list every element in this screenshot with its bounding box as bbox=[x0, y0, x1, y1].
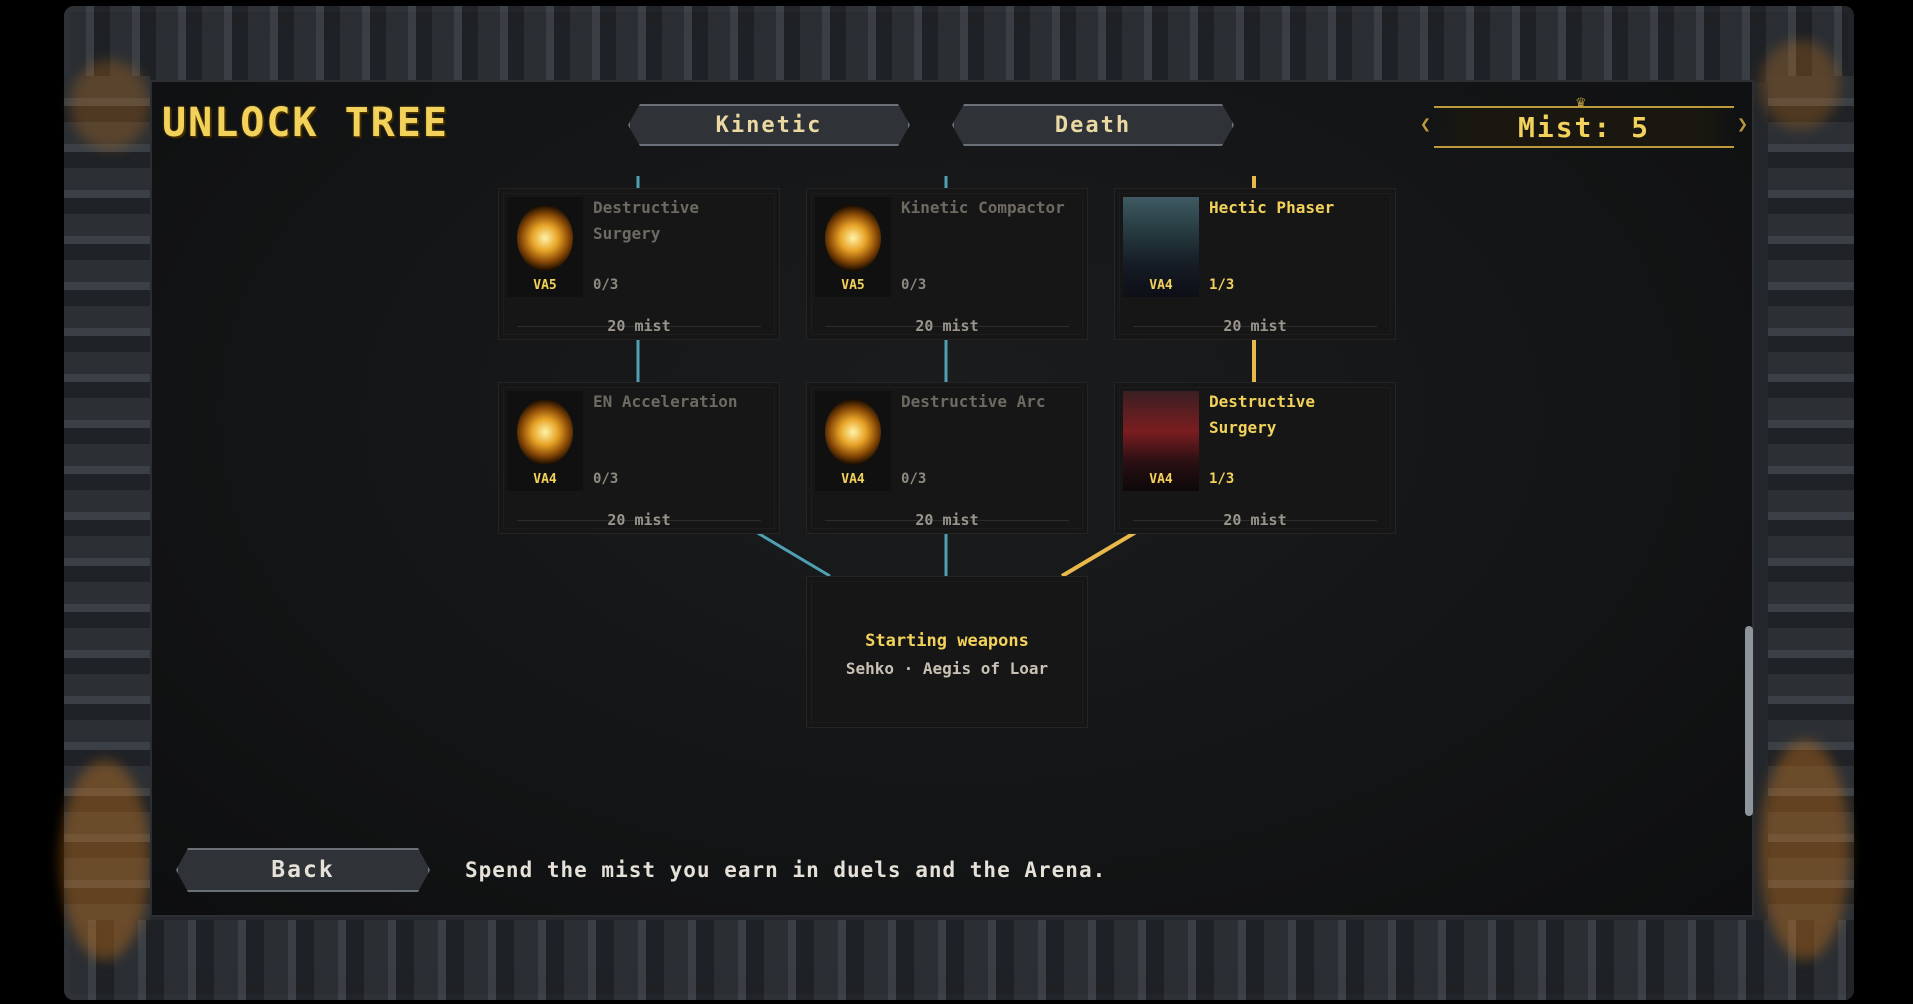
card-badge: VA4 bbox=[841, 472, 865, 487]
card-name: Hectic Phaser bbox=[1209, 198, 1335, 217]
card-name: Kinetic Compactor bbox=[901, 198, 1065, 217]
card-cost: 20 mist bbox=[607, 511, 671, 529]
card-cost: 20 mist bbox=[1223, 511, 1287, 529]
card-badge: VA4 bbox=[1149, 278, 1173, 293]
tab-kinetic[interactable]: Kinetic bbox=[628, 104, 910, 146]
card-thumbnail: VA5 bbox=[815, 197, 891, 297]
card-progress: 0/3 bbox=[901, 277, 927, 293]
hint-text: Spend the mist you earn in duels and the… bbox=[465, 858, 1107, 882]
card-thumbnail: VA4 bbox=[1123, 391, 1199, 491]
card-cost: 20 mist bbox=[607, 317, 671, 335]
card-cost: 20 mist bbox=[1223, 317, 1287, 335]
unlock-card-destructive-surgery-death[interactable]: VA4 Destructive Surgery 1/3 20 mist bbox=[1114, 382, 1396, 534]
card-border bbox=[1119, 193, 1391, 335]
connector-line bbox=[1060, 530, 1138, 578]
card-badge: VA4 bbox=[1149, 472, 1173, 487]
mist-counter: ♛ ❮ Mist: 5 ❯ bbox=[1420, 92, 1748, 148]
back-button[interactable]: Back bbox=[176, 848, 430, 892]
ember-glow bbox=[1760, 40, 1840, 130]
card-border bbox=[1119, 387, 1391, 529]
orb-icon bbox=[517, 205, 573, 271]
card-name: EN Acceleration bbox=[593, 392, 738, 411]
card-name: Destructive Surgery bbox=[1209, 392, 1315, 437]
tab-death[interactable]: Death bbox=[952, 104, 1234, 146]
card-border bbox=[503, 193, 775, 335]
root-subtitle: Sehko · Aegis of Loar bbox=[845, 659, 1049, 678]
crown-ornament-icon: ♛ bbox=[1576, 92, 1586, 111]
mist-count: Mist: 5 bbox=[1517, 110, 1650, 144]
ember-glow bbox=[60, 760, 150, 960]
card-progress: 1/3 bbox=[1209, 471, 1235, 487]
unlock-card-kinetic-compactor[interactable]: VA5 Kinetic Compactor 0/3 20 mist bbox=[806, 188, 1088, 340]
unlock-card-destructive-arc[interactable]: VA4 Destructive Arc 0/3 20 mist bbox=[806, 382, 1088, 534]
unlock-card-destructive-surgery[interactable]: VA5 Destructive Surgery 0/3 20 mist bbox=[498, 188, 780, 340]
divider bbox=[517, 520, 761, 521]
card-border bbox=[811, 387, 1083, 529]
card-thumbnail: VA4 bbox=[1123, 197, 1199, 297]
ember-glow bbox=[70, 60, 150, 150]
scrollbar-thumb[interactable] bbox=[1745, 626, 1753, 816]
card-badge: VA4 bbox=[533, 472, 557, 487]
card-thumbnail: VA5 bbox=[507, 197, 583, 297]
wing-ornament-icon: ❯ bbox=[1737, 114, 1748, 135]
card-progress: 0/3 bbox=[593, 471, 619, 487]
divider bbox=[517, 326, 761, 327]
card-progress: 0/3 bbox=[593, 277, 619, 293]
card-cost: 20 mist bbox=[915, 317, 979, 335]
card-border bbox=[503, 387, 775, 529]
card-thumbnail: VA4 bbox=[507, 391, 583, 491]
card-name: Destructive Surgery bbox=[593, 198, 699, 243]
card-thumbnail: VA4 bbox=[815, 391, 891, 491]
card-name: Destructive Arc bbox=[901, 392, 1046, 411]
root-node-starting-weapons[interactable]: Starting weapons Sehko · Aegis of Loar bbox=[806, 576, 1088, 728]
orb-icon bbox=[825, 205, 881, 271]
page-title: UNLOCK TREE bbox=[162, 100, 449, 146]
divider bbox=[825, 520, 1069, 521]
connector-line bbox=[755, 530, 831, 578]
unlock-card-hectic-phaser[interactable]: VA4 Hectic Phaser 1/3 20 mist bbox=[1114, 188, 1396, 340]
wing-ornament-icon: ❮ bbox=[1420, 114, 1431, 135]
card-border bbox=[811, 581, 1083, 723]
divider bbox=[1133, 326, 1377, 327]
card-cost: 20 mist bbox=[915, 511, 979, 529]
unlock-card-en-acceleration[interactable]: VA4 EN Acceleration 0/3 20 mist bbox=[498, 382, 780, 534]
frame-right-border bbox=[1768, 76, 1854, 924]
card-badge: VA5 bbox=[841, 278, 865, 293]
card-progress: 0/3 bbox=[901, 471, 927, 487]
ember-glow bbox=[1760, 740, 1850, 960]
card-progress: 1/3 bbox=[1209, 277, 1235, 293]
frame-left-border bbox=[64, 76, 150, 924]
card-badge: VA5 bbox=[533, 278, 557, 293]
orb-icon bbox=[825, 399, 881, 465]
mech-card-art bbox=[1123, 197, 1199, 297]
orb-icon bbox=[517, 399, 573, 465]
demon-card-art bbox=[1123, 391, 1199, 491]
card-border bbox=[811, 193, 1083, 335]
root-title: Starting weapons bbox=[865, 631, 1029, 651]
divider bbox=[825, 326, 1069, 327]
divider bbox=[1133, 520, 1377, 521]
